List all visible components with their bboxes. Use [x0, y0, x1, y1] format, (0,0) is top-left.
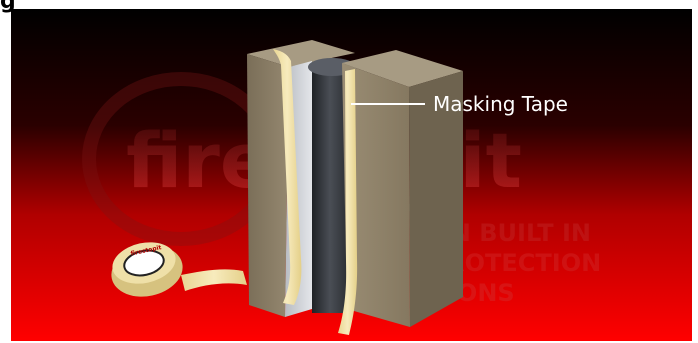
scene-svg: firestopit PROVEN BUILT IN FIRE PROTECTI… — [11, 9, 692, 341]
masking-tape-label: Masking Tape — [433, 92, 568, 116]
illustration-scene: firestopit PROVEN BUILT IN FIRE PROTECTI… — [11, 9, 692, 341]
